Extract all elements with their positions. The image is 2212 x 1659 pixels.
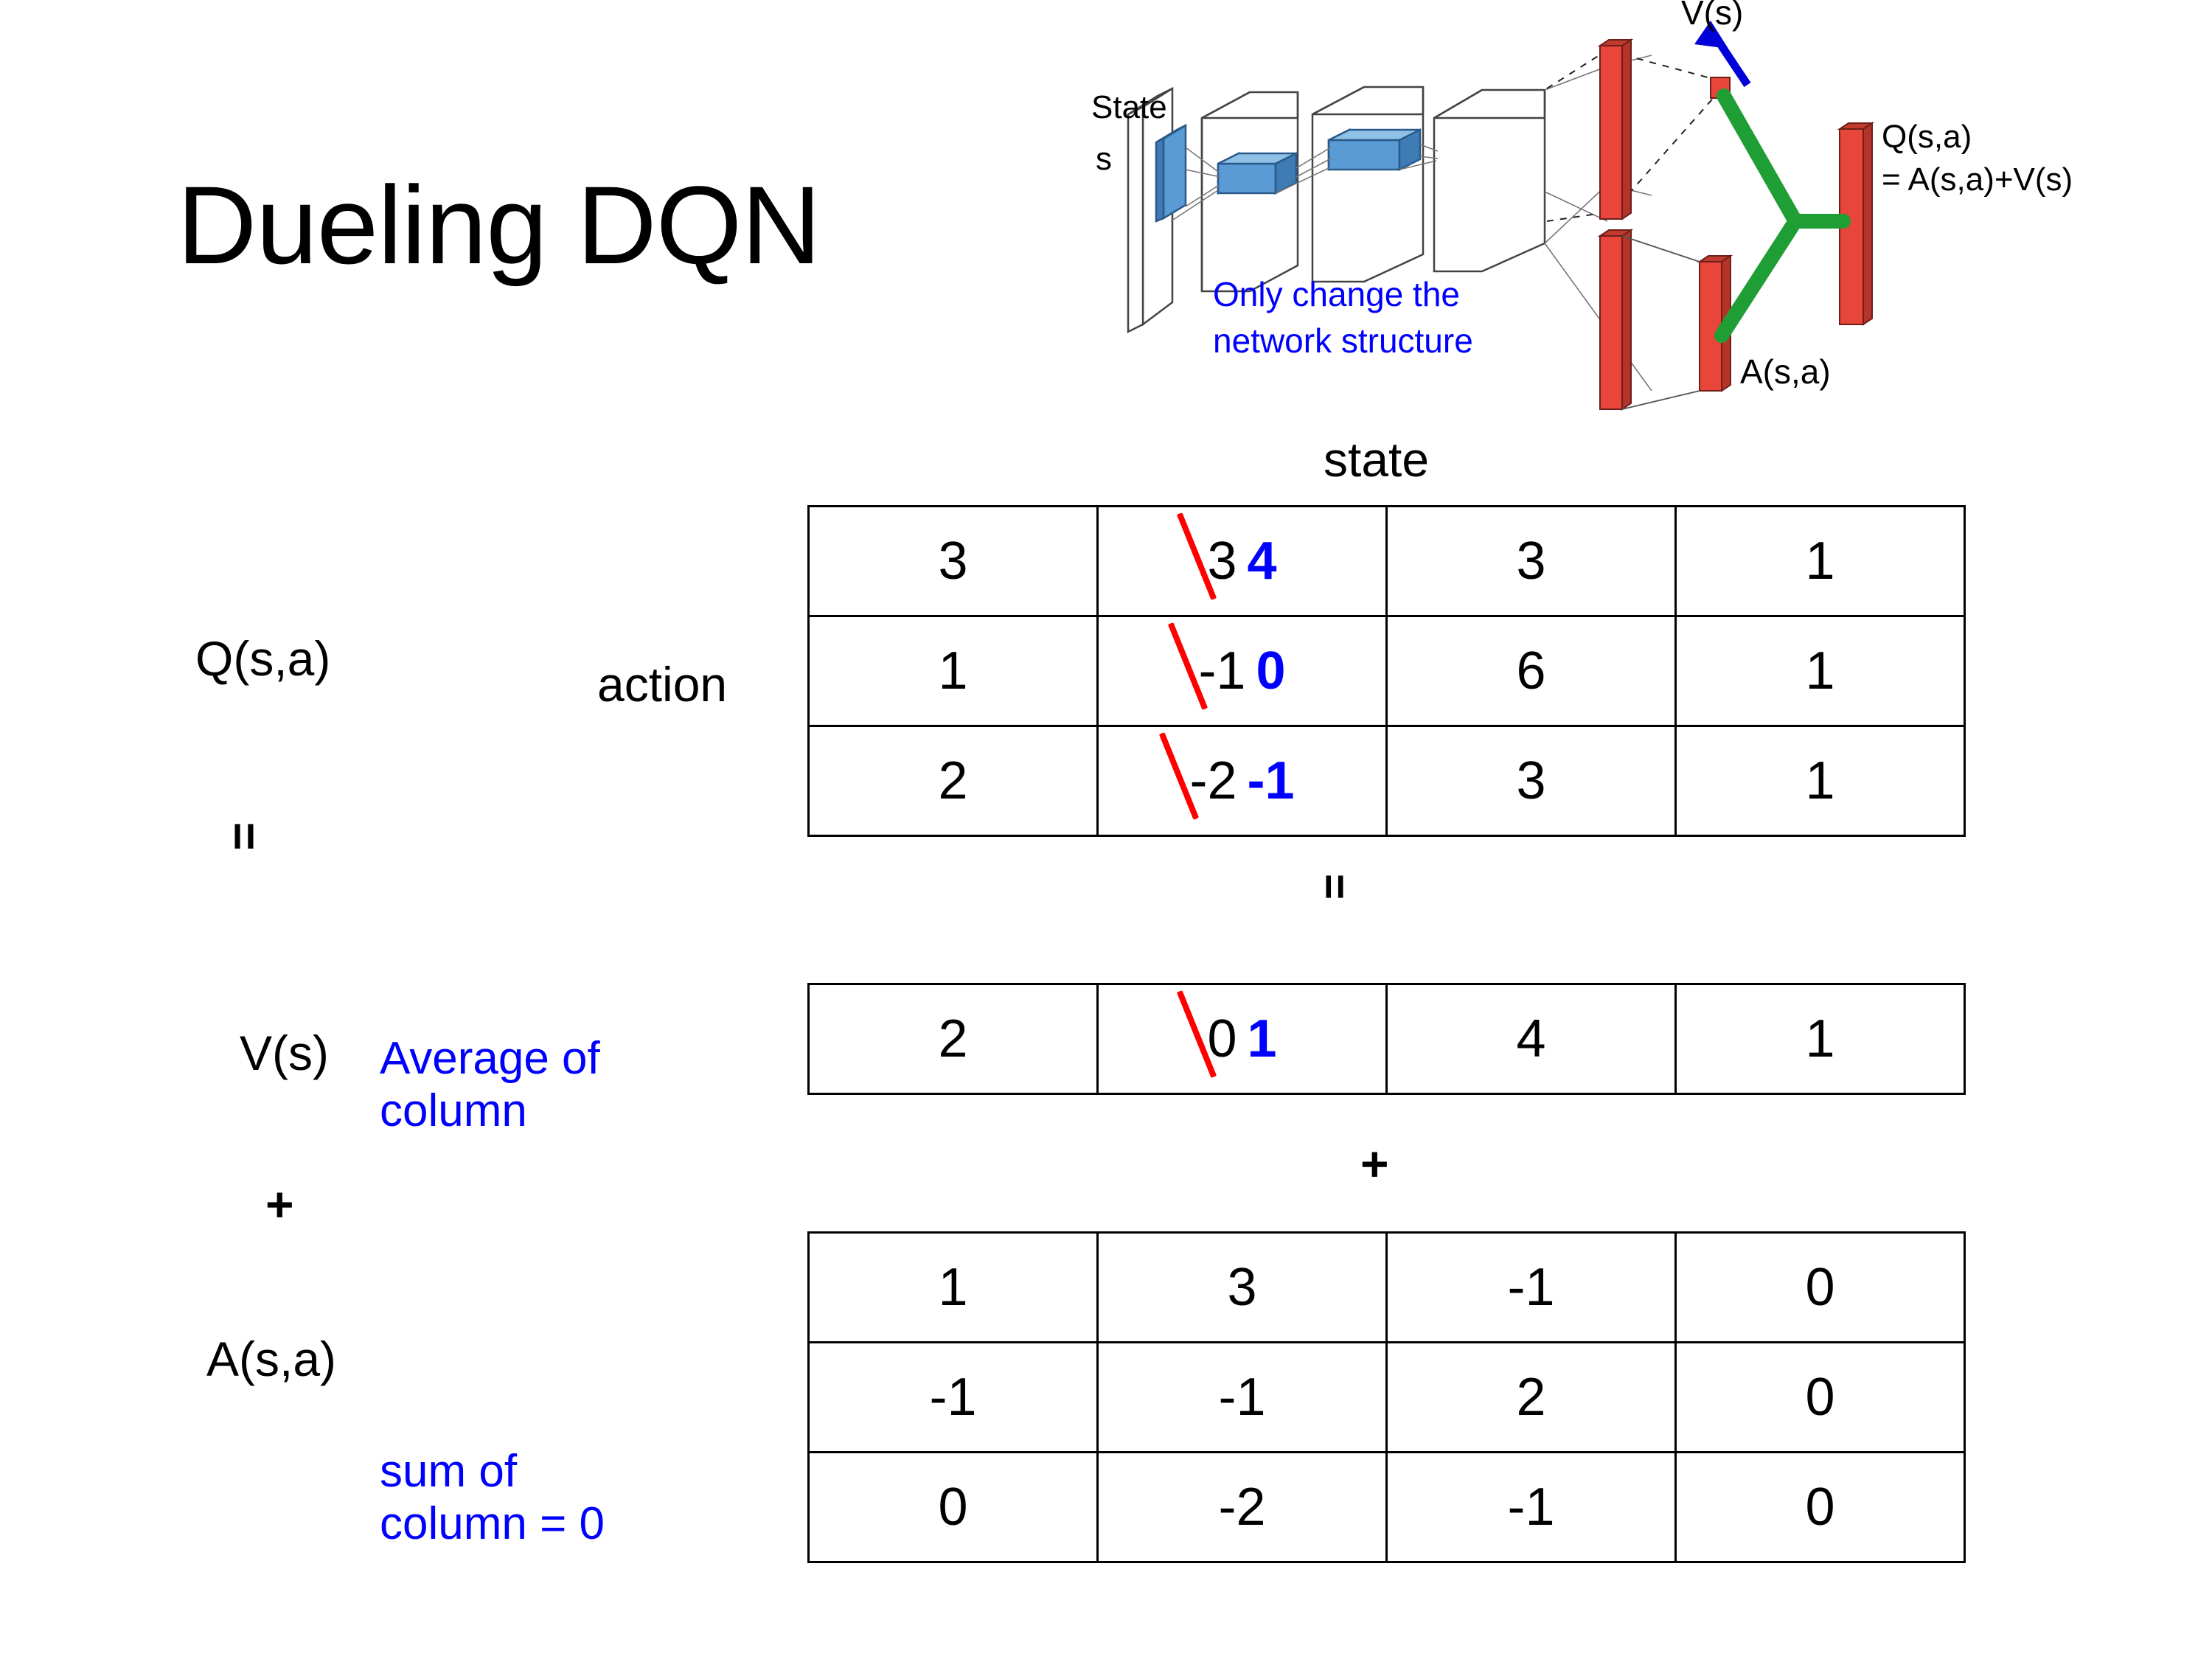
- table-cell: 3: [1385, 505, 1677, 617]
- q-table-label: Q(s,a): [195, 631, 331, 686]
- average-note-line1: Average of: [380, 1033, 600, 1084]
- struck-old-value: -2: [1189, 751, 1237, 810]
- table-cell: -2-1: [1096, 725, 1388, 837]
- v-table-label: V(s): [240, 1026, 329, 1080]
- corrected-new-value: 4: [1247, 532, 1277, 591]
- table-cell: -1: [1096, 1341, 1388, 1453]
- table-cell: 2: [1385, 1341, 1677, 1453]
- sum-note-line1: sum of: [380, 1446, 518, 1497]
- dueling-network-diagram: State s V(s) A(s,a) Q(s,a) = A(s,a)+V(s)…: [1091, 0, 2212, 413]
- q-output-label-line1: Q(s,a): [1882, 119, 1972, 155]
- table-cell: 0: [1674, 1231, 1966, 1343]
- table-cell: 0: [1674, 1341, 1966, 1453]
- plus-operator-left: +: [265, 1177, 294, 1231]
- table-cell: 3: [1096, 1231, 1388, 1343]
- table-cell: 1: [1674, 615, 1966, 727]
- table-cell: 1: [807, 615, 1099, 727]
- state-axis-label: state: [1324, 432, 1430, 487]
- v-output-label: V(s): [1681, 0, 1743, 32]
- equals-operator-left: =: [218, 822, 272, 851]
- equals-operator-middle: =: [1310, 874, 1360, 900]
- state-label-line1: State: [1091, 89, 1167, 125]
- plus-operator-middle: +: [1360, 1136, 1389, 1191]
- action-axis-label: action: [597, 657, 728, 712]
- table-cell: 2: [807, 725, 1099, 837]
- table-cell: 1: [1674, 505, 1966, 617]
- page-title: Dueling DQN: [177, 163, 821, 287]
- corrected-new-value: 1: [1247, 1009, 1277, 1068]
- table-cell: 1: [1674, 725, 1966, 837]
- table-cell: 0: [807, 1451, 1099, 1563]
- table-cell: 1: [1674, 983, 1966, 1095]
- edited-cell: -2-1: [1189, 751, 1294, 810]
- table-cell: -2: [1096, 1451, 1388, 1563]
- table-cell: -1: [1385, 1451, 1677, 1563]
- table-cell: 6: [1385, 615, 1677, 727]
- corrected-new-value: -1: [1247, 751, 1295, 810]
- q-output-label-line2: = A(s,a)+V(s): [1882, 161, 2073, 198]
- corrected-new-value: 0: [1256, 641, 1286, 700]
- table-cell: -1: [1385, 1231, 1677, 1343]
- struck-old-value: 0: [1207, 1009, 1237, 1068]
- average-note-line2: column: [380, 1085, 527, 1137]
- sum-note-line2: column = 0: [380, 1498, 605, 1550]
- struck-old-value: 3: [1207, 532, 1237, 591]
- table-cell: 3: [807, 505, 1099, 617]
- a-output-label: A(s,a): [1740, 352, 1831, 391]
- state-label-line2: s: [1096, 141, 1112, 177]
- table-cell: 2: [807, 983, 1099, 1095]
- table-cell: -1: [807, 1341, 1099, 1453]
- a-table-label: A(s,a): [206, 1332, 337, 1386]
- sum-of-column-note: sum of column = 0: [380, 1445, 605, 1551]
- table-cell: 4: [1385, 983, 1677, 1095]
- struck-old-value: -1: [1198, 641, 1246, 700]
- table-cell: 3: [1385, 725, 1677, 837]
- network-note-line1: Only change the: [1213, 275, 1460, 313]
- network-note-line2: network structure: [1213, 321, 1473, 360]
- average-of-column-note: Average of column: [380, 1032, 600, 1138]
- table-cell: 0: [1674, 1451, 1966, 1563]
- table-cell: 1: [807, 1231, 1099, 1343]
